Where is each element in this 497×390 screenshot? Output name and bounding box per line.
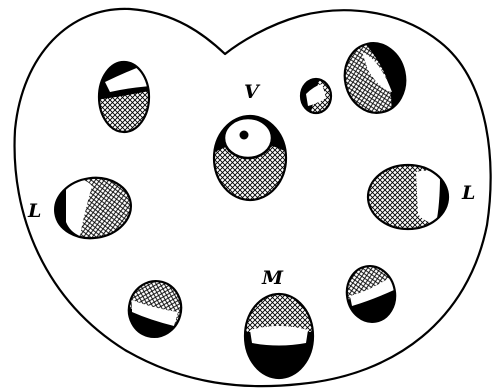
center-eye-dot: [240, 131, 249, 140]
label-v: V: [244, 81, 261, 103]
label-m: M: [261, 267, 284, 289]
label-l-left: L: [27, 200, 41, 222]
label-l-right: L: [461, 182, 475, 204]
center-eye-ring: [224, 118, 272, 158]
